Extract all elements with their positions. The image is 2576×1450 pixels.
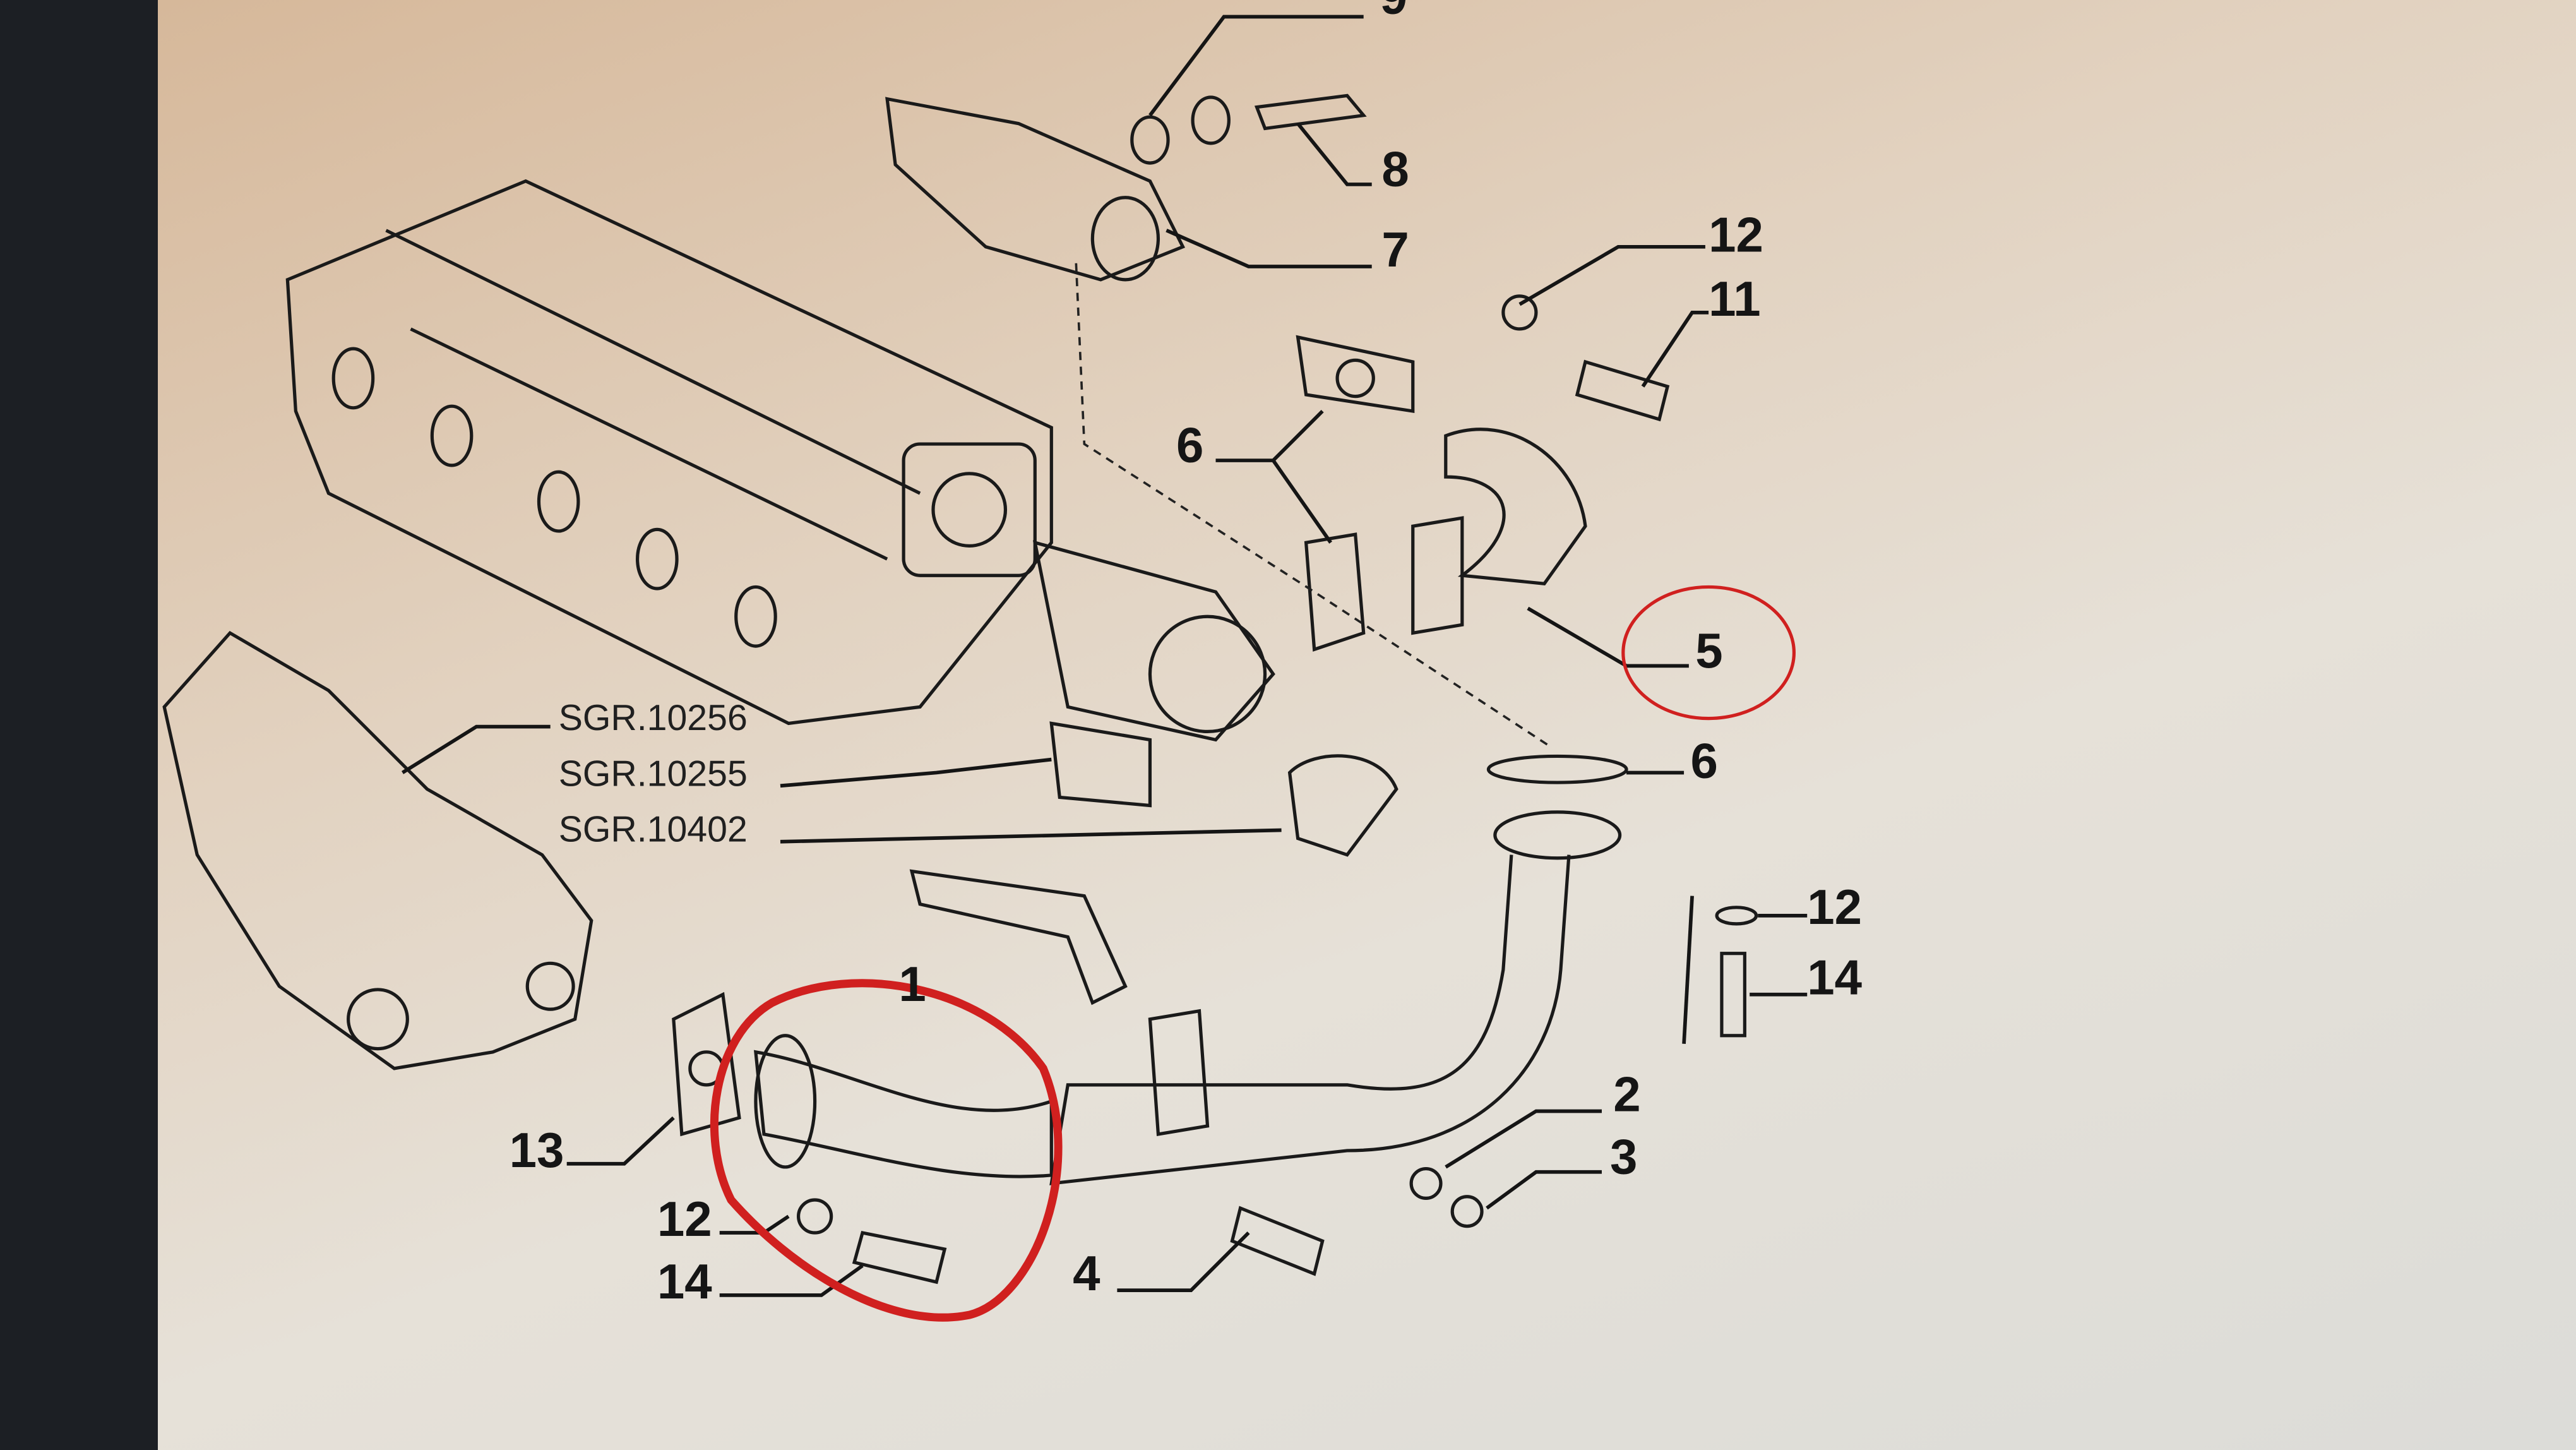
- callout-14: 14: [657, 1254, 712, 1309]
- egr-valve: [885, 93, 1367, 282]
- ref-code-sgr-10255: SGR.10255: [559, 753, 748, 794]
- callout-12: 12: [1807, 879, 1862, 935]
- callout-2: 2: [1613, 1066, 1640, 1122]
- callout-9: 9: [1380, 0, 1407, 24]
- screen-area: [158, 0, 2576, 1450]
- callout-11: 11: [1708, 271, 1761, 327]
- callout-13: 13: [510, 1122, 564, 1178]
- egr-pipe-lower: [672, 754, 1628, 1185]
- exhaust-manifold: [162, 630, 593, 1070]
- callout-6: 6: [1176, 417, 1203, 473]
- callout-5: 5: [1695, 623, 1722, 678]
- highlight-circle-part-1: [710, 979, 1063, 1322]
- callout-7: 7: [1381, 222, 1409, 277]
- callout-8: 8: [1381, 141, 1409, 197]
- callout-12: 12: [657, 1191, 712, 1247]
- fasteners: [796, 294, 1758, 1285]
- highlight-circle-part-5: [1621, 585, 1796, 721]
- callout-1: 1: [898, 956, 926, 1012]
- callout-12: 12: [1708, 207, 1763, 263]
- callout-6: 6: [1691, 733, 1718, 788]
- callout-14: 14: [1807, 950, 1862, 1005]
- ref-code-sgr-10402: SGR.10402: [559, 810, 748, 850]
- throttle-body: [1032, 540, 1275, 808]
- intake-manifold: [285, 179, 1053, 726]
- callout-3: 3: [1610, 1129, 1637, 1184]
- egr-pipe-upper: [1296, 335, 1587, 652]
- callout-4: 4: [1073, 1245, 1100, 1301]
- ref-code-sgr-10256: SGR.10256: [559, 698, 748, 738]
